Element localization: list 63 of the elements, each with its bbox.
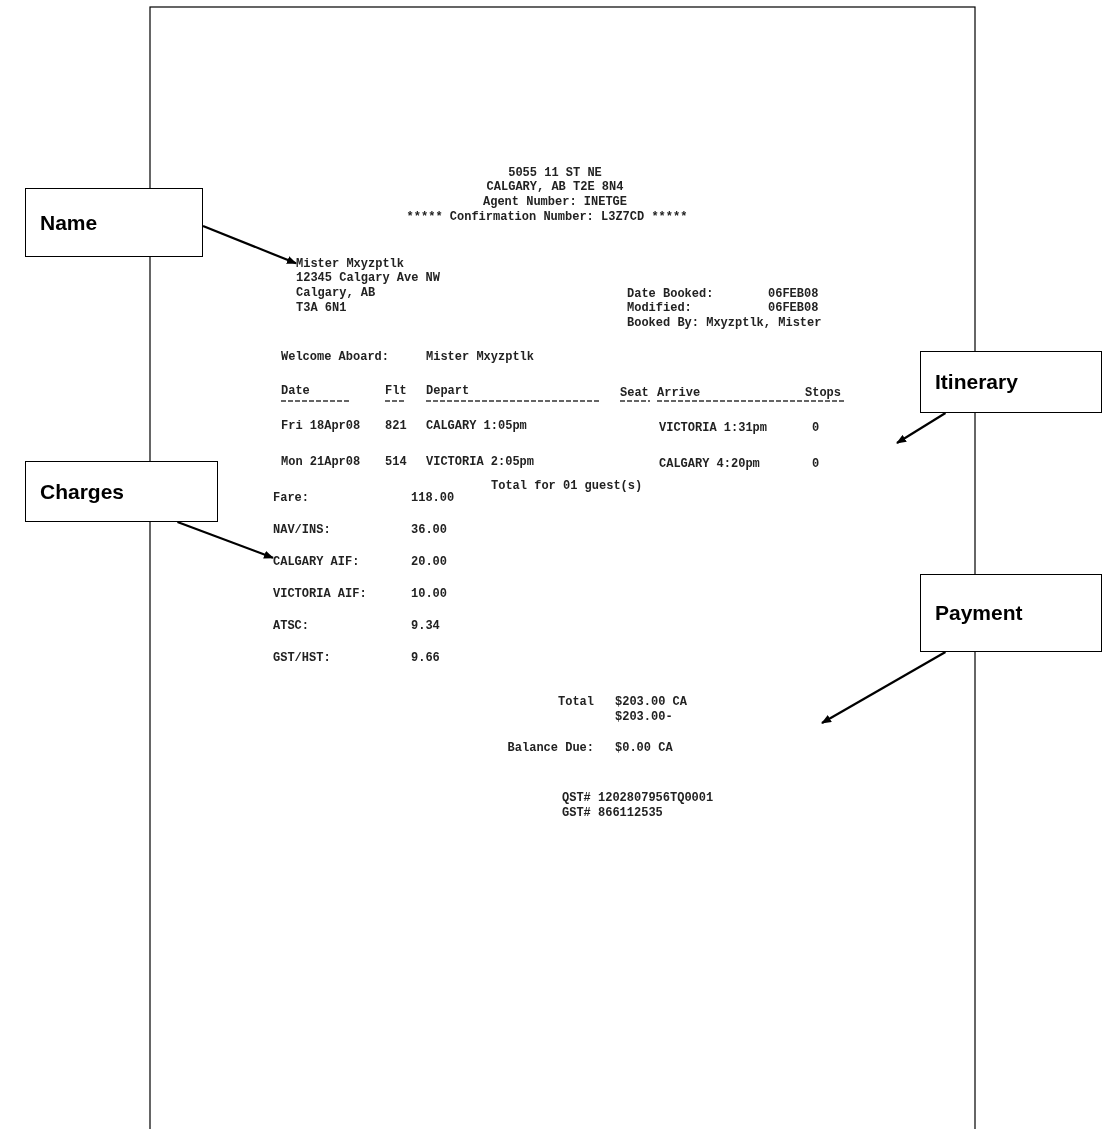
- callout-box: [25, 461, 218, 522]
- charge-amount: 36.00: [411, 523, 447, 537]
- payment-amount: $203.00-: [615, 710, 673, 724]
- callout-title: Charges: [40, 479, 125, 504]
- total-caption: Total for 01 guest(s): [491, 479, 643, 493]
- charge-label: GST/HST:: [273, 651, 331, 665]
- booked-by-text: Booked By: Mxyzptlk, Mister: [627, 316, 822, 330]
- callout-box: [920, 574, 1102, 652]
- address-text: 12345 Calgary Ave NW: [296, 271, 441, 285]
- table-cell: 514: [385, 455, 407, 469]
- charge-label: VICTORIA AIF:: [273, 587, 367, 601]
- field-label: Date Booked:: [627, 287, 714, 301]
- header-text: CALGARY, AB T2E 8N4: [486, 180, 624, 194]
- field-label: Welcome Aboard:: [281, 350, 390, 364]
- charge-amount: 9.66: [411, 651, 440, 665]
- name-text: Mister Mxyzptlk: [296, 257, 405, 271]
- table-cell: Mon 21Apr08: [281, 455, 361, 469]
- address-text: Calgary, AB: [296, 286, 376, 300]
- callout-title: Payment: [935, 601, 1023, 625]
- table-cell: VICTORIA 2:05pm: [426, 455, 535, 469]
- tax-number: QST# 1202807956TQ0001: [562, 791, 714, 805]
- callout-title: Name: [40, 210, 98, 235]
- table-cell: VICTORIA 1:31pm: [659, 421, 768, 435]
- payment-label: Balance Due:: [507, 741, 594, 755]
- table-cell: 0: [812, 457, 820, 471]
- charge-amount: 9.34: [411, 619, 440, 633]
- charge-amount: 10.00: [411, 587, 447, 601]
- arrow: [821, 651, 947, 724]
- arrow: [896, 412, 947, 444]
- column-header: Date: [281, 384, 310, 398]
- charge-label: ATSC:: [273, 619, 309, 633]
- header-text: Agent Number: INETGE: [483, 195, 627, 209]
- arrow: [177, 520, 274, 559]
- arrow: [202, 224, 297, 265]
- payment-amount: $0.00 CA: [615, 741, 673, 755]
- callout-box: [920, 351, 1102, 413]
- charge-amount: 118.00: [411, 491, 455, 505]
- column-header: Flt: [385, 384, 407, 398]
- table-cell: CALGARY 4:20pm: [659, 457, 760, 471]
- tax-number: GST# 866112535: [562, 806, 663, 820]
- column-header: Arrive: [657, 386, 701, 400]
- payment-label: Total: [558, 695, 594, 709]
- charge-label: CALGARY AIF:: [273, 555, 360, 569]
- field-value: 06FEB08: [768, 301, 819, 315]
- callout-box: [25, 188, 203, 257]
- header-text: ***** Confirmation Number: L3Z7CD *****: [406, 210, 688, 224]
- address-text: T3A 6N1: [296, 301, 347, 315]
- callout-title: Itinerary: [935, 370, 1018, 394]
- field-label: Modified:: [627, 301, 692, 315]
- table-cell: 821: [385, 419, 407, 433]
- charge-label: NAV/INS:: [273, 523, 331, 537]
- header-text: 5055 11 ST NE: [508, 166, 602, 180]
- column-header: Stops: [805, 386, 841, 400]
- field-value: Mister Mxyzptlk: [426, 350, 535, 364]
- table-cell: CALGARY 1:05pm: [426, 419, 527, 433]
- payment-amount: $203.00 CA: [615, 695, 687, 709]
- charge-amount: 20.00: [411, 555, 447, 569]
- column-header: Depart: [426, 384, 470, 398]
- column-header: Seat: [620, 386, 649, 400]
- charge-label: Fare:: [273, 491, 309, 505]
- field-value: 06FEB08: [768, 287, 819, 301]
- table-cell: Fri 18Apr08: [281, 419, 361, 433]
- table-cell: 0: [812, 421, 820, 435]
